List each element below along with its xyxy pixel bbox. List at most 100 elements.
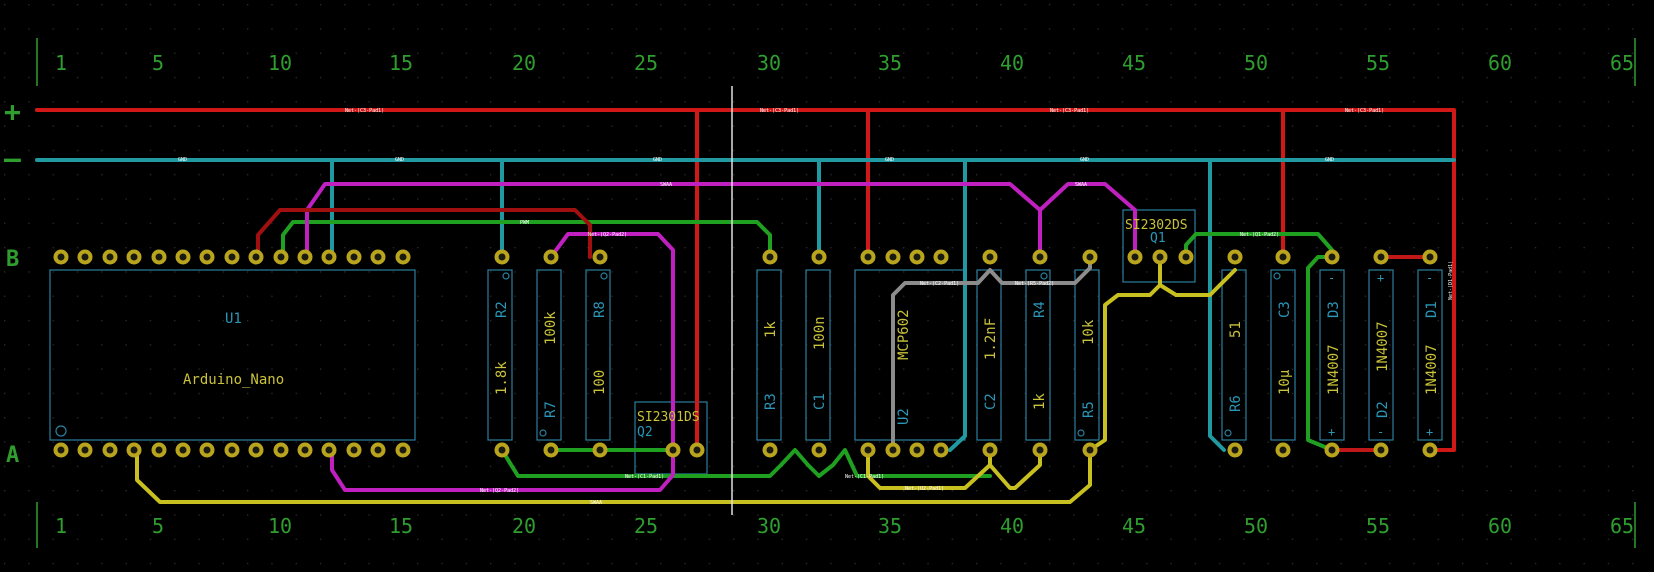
pad-hole — [766, 253, 774, 261]
trace-vplus — [35, 108, 1456, 452]
footprint-d3 — [1319, 269, 1345, 441]
net-label-mag-bottom: Net-(Q2-Pad2) — [480, 488, 519, 494]
net-label-vplus-1: Net-(C3-Pad1) — [345, 108, 384, 114]
value-r7: 100k — [543, 311, 559, 345]
ref-r4: R4 — [1032, 301, 1048, 318]
pad-hole — [301, 446, 309, 454]
ref-c3: C3 — [1277, 301, 1293, 318]
column-number: 20 — [512, 514, 536, 538]
column-number: 25 — [634, 51, 658, 75]
footprint-c3 — [1270, 269, 1296, 441]
value-c3: 10µ — [1277, 369, 1293, 395]
net-label-swaa-1: SWAA — [660, 182, 672, 188]
value-u1: Arduino_Nano — [183, 372, 284, 388]
net-label-vplus-4: Net-(C3-Pad1) — [1345, 108, 1384, 114]
value-d3: 1N4007 — [1326, 344, 1342, 395]
pad-hole — [1036, 446, 1044, 454]
pad-hole — [1279, 446, 1287, 454]
pad-hole — [81, 446, 89, 454]
column-number: 35 — [878, 514, 902, 538]
pad-hole — [374, 253, 382, 261]
pad-hole — [1377, 253, 1385, 261]
mark-d2-plus: + — [1377, 271, 1384, 285]
net-label-gnd-6: GND — [1325, 157, 1334, 163]
value-r8: 100 — [592, 370, 608, 395]
trace-d1-d2 — [1330, 255, 1432, 452]
pad-hole — [228, 253, 236, 261]
net-label-gnd-1: GND — [178, 157, 187, 163]
pad-hole — [228, 446, 236, 454]
pad-hole — [547, 253, 555, 261]
footprint-r3 — [756, 269, 782, 441]
column-number: 45 — [1122, 51, 1146, 75]
pad-hole — [155, 446, 163, 454]
net-label-vplus-2: Net-(C3-Pad1) — [760, 108, 799, 114]
value-r4: 1k — [1032, 393, 1048, 410]
ref-r3: R3 — [763, 393, 779, 410]
ref-c2: C2 — [983, 393, 999, 410]
pad-hole — [889, 446, 897, 454]
value-c1: 100n — [812, 316, 828, 350]
pad-hole — [374, 446, 382, 454]
column-number: 50 — [1244, 514, 1268, 538]
column-number: 1 — [55, 51, 67, 75]
pad-hole — [986, 253, 994, 261]
net-label-q1: Net-(Q1-Pad2) — [1240, 232, 1279, 238]
column-number: 55 — [1366, 514, 1390, 538]
column-number: 15 — [389, 514, 413, 538]
pad-hole — [203, 253, 211, 261]
row-label-plus: + — [4, 95, 21, 128]
net-label-gray-1: Net-(C2-Pad1) — [920, 281, 959, 287]
pad-hole — [350, 253, 358, 261]
net-label-gnd-2: GND — [395, 157, 404, 163]
pad-hole — [693, 446, 701, 454]
footprint-d2 — [1368, 269, 1394, 441]
net-label-gnd-5: GND — [1080, 157, 1089, 163]
net-label-swaa-2: SWAA — [1075, 182, 1087, 188]
row-label-minus: – — [4, 142, 21, 175]
pad-hole — [203, 446, 211, 454]
column-number: 5 — [152, 514, 164, 538]
column-number: 60 — [1488, 51, 1512, 75]
column-number: 30 — [757, 51, 781, 75]
mark-d2-minus: - — [1377, 425, 1384, 439]
pad-hole — [596, 446, 604, 454]
column-number: 55 — [1366, 51, 1390, 75]
value-r6: 51 — [1228, 321, 1244, 338]
footprint-r4 — [1025, 269, 1051, 441]
pad-hole — [1131, 253, 1139, 261]
value-q1: SI2302DS — [1125, 218, 1188, 233]
column-number: 40 — [1000, 51, 1024, 75]
ref-r6: R6 — [1228, 395, 1244, 412]
trace-magenta-q2 — [549, 232, 675, 452]
footprint-c1 — [805, 269, 831, 441]
pad-hole — [937, 446, 945, 454]
net-label-u2: Net-(U2-Pad1) — [905, 486, 944, 492]
column-number: 25 — [634, 514, 658, 538]
column-number: 40 — [1000, 514, 1024, 538]
net-label-gnd-4: GND — [885, 157, 894, 163]
ref-q2: Q2 — [637, 425, 653, 440]
pad-hole — [1156, 253, 1164, 261]
ref-u1: U1 — [225, 311, 242, 327]
value-d1: 1N4007 — [1424, 344, 1440, 395]
pad-hole — [325, 446, 333, 454]
pad-hole — [57, 253, 65, 261]
column-number: 45 — [1122, 514, 1146, 538]
net-label-gnd-3: GND — [653, 157, 662, 163]
pad-hole — [130, 253, 138, 261]
pad-hole — [179, 253, 187, 261]
pad-hole — [350, 446, 358, 454]
column-number: 30 — [757, 514, 781, 538]
pad-hole — [1182, 253, 1190, 261]
ref-r2: R2 — [494, 301, 510, 318]
pad-hole — [498, 446, 506, 454]
net-label-c1-2: Net-(C1-Pad1) — [845, 474, 884, 480]
pad-hole — [252, 446, 260, 454]
column-number: 60 — [1488, 514, 1512, 538]
column-number: 50 — [1244, 51, 1268, 75]
trace-darkred — [256, 208, 592, 259]
